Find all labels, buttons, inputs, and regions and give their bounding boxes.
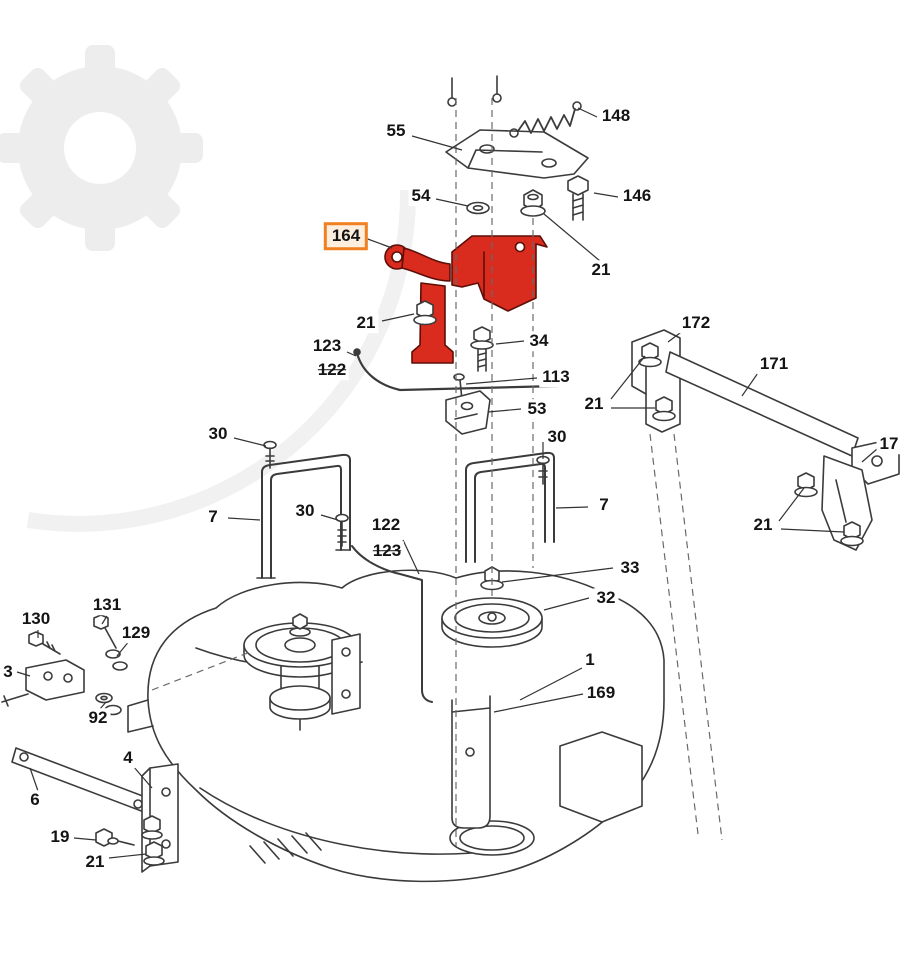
part-label[interactable]: 4 <box>120 748 136 768</box>
u-bracket-left <box>256 440 351 579</box>
lift-arm-and-bracket <box>11 747 179 873</box>
part-label[interactable]: 172 <box>678 313 714 333</box>
part-label[interactable]: 33 <box>617 558 643 578</box>
watermark-gear-logo <box>0 45 417 532</box>
deck-bracket <box>451 695 491 829</box>
part-label[interactable]: 1 <box>582 650 598 670</box>
part-label[interactable]: 148 <box>598 106 634 126</box>
part-label[interactable]: 7 <box>205 507 221 527</box>
part-label[interactable]: 17 <box>876 434 900 454</box>
part-label[interactable]: 21 <box>82 852 108 872</box>
part-label[interactable]: 21 <box>581 394 607 414</box>
part-label[interactable]: 21 <box>588 260 614 280</box>
flange-nut-top <box>520 189 546 217</box>
part-label[interactable]: 122 <box>314 360 350 380</box>
extension-spring <box>509 101 582 138</box>
part-label[interactable]: 122 <box>368 515 404 535</box>
part-label[interactable]: 123 <box>369 541 405 561</box>
idler-pulley <box>441 566 543 648</box>
part-label[interactable]: 171 <box>756 354 792 374</box>
brake-rod-upper <box>353 348 560 392</box>
part-label[interactable]: 34 <box>526 331 552 351</box>
part-label[interactable]: 30 <box>544 427 570 447</box>
part-label[interactable]: 21 <box>353 313 379 333</box>
part-label[interactable]: 92 <box>85 708 111 728</box>
part-label[interactable]: 169 <box>583 683 619 703</box>
alignment-dashed-lines <box>151 98 723 846</box>
part-label[interactable]: 30 <box>205 424 231 444</box>
left-hardware-cluster <box>1 614 128 716</box>
part-label[interactable]: 164 <box>323 222 369 250</box>
flange-nut-bracket <box>413 300 437 326</box>
brake-rod-lower <box>351 545 433 703</box>
part-label[interactable]: 146 <box>619 186 655 206</box>
washer-54 <box>466 201 490 215</box>
part-label[interactable]: 19 <box>47 827 73 847</box>
support-arm-171 <box>665 351 900 551</box>
part-label[interactable]: 32 <box>593 588 619 608</box>
part-label[interactable]: 123 <box>309 336 345 356</box>
part-label[interactable]: 130 <box>18 609 54 629</box>
part-label[interactable]: 53 <box>524 399 550 419</box>
hex-bolt-146 <box>567 175 589 221</box>
part-label[interactable]: 129 <box>118 623 154 643</box>
bracket-172 <box>631 329 681 433</box>
part-label[interactable]: 21 <box>750 515 776 535</box>
part-label[interactable]: 3 <box>0 662 16 682</box>
spindle-assembly <box>243 613 361 731</box>
part-label[interactable]: 113 <box>539 367 573 387</box>
part-label[interactable]: 30 <box>292 501 318 521</box>
part-label[interactable]: 6 <box>27 790 43 810</box>
callout-leader-lines <box>16 107 878 859</box>
part-label[interactable]: 7 <box>596 495 612 515</box>
part-label[interactable]: 131 <box>89 595 125 615</box>
hex-bolt-34 <box>470 326 494 372</box>
part-label[interactable]: 54 <box>408 186 434 206</box>
bracket-53 <box>445 373 491 435</box>
part-label[interactable]: 55 <box>383 121 409 141</box>
